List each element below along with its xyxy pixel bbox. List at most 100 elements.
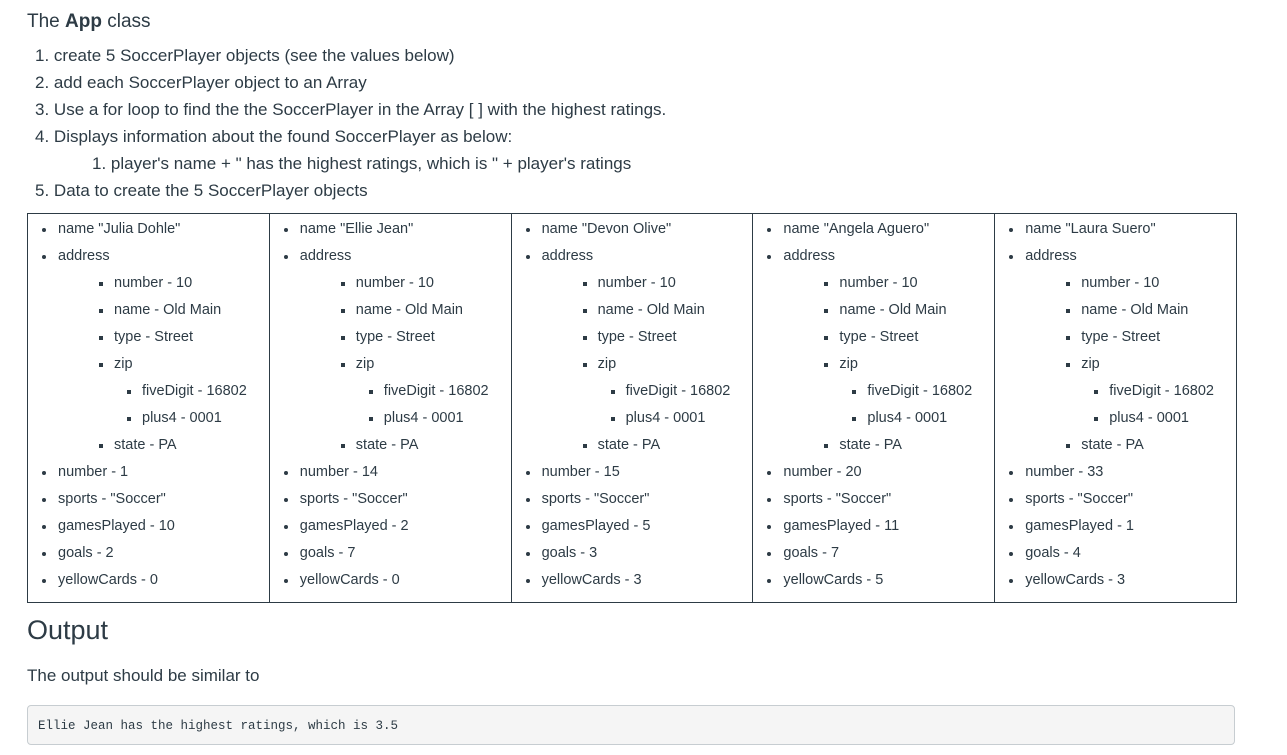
player-field-value: number - 10 xyxy=(839,275,918,291)
bullet-icon xyxy=(1009,471,1014,475)
bullet-icon xyxy=(283,552,288,556)
player-field-number: number - 15 xyxy=(512,461,753,488)
player-field-value: fiveDigit - 16802 xyxy=(625,383,731,399)
player-field-name: name "Ellie Jean" xyxy=(270,218,511,245)
bullet-icon xyxy=(283,255,288,259)
player-field-addr-type: type - Street xyxy=(28,326,269,353)
player-field-address: address xyxy=(995,245,1236,272)
player-field-value: state - PA xyxy=(114,437,177,453)
player-field-plus4: plus4 - 0001 xyxy=(28,407,269,434)
player-field-value: type - Street xyxy=(597,329,677,345)
player-field-state: state - PA xyxy=(28,434,269,461)
step-3: 3. Use a for loop to find the the Soccer… xyxy=(35,100,667,119)
player-field-zip: zip xyxy=(512,353,753,380)
player-field-addr-number: number - 10 xyxy=(28,272,269,299)
player-field-address: address xyxy=(28,245,269,272)
player-field-value: name - Old Main xyxy=(839,302,947,318)
player-field-zip: zip xyxy=(270,353,511,380)
player-field-addr-name: name - Old Main xyxy=(753,299,994,326)
player-field-value: zip xyxy=(114,356,133,372)
player-field-addr-type: type - Street xyxy=(270,326,511,353)
square-bullet-icon xyxy=(340,336,345,340)
player-field-value: type - Street xyxy=(839,329,919,345)
bullet-icon xyxy=(525,471,530,475)
player-field-value: address xyxy=(58,248,110,264)
player-field-value: plus4 - 0001 xyxy=(625,410,706,426)
player-field-goals: goals - 3 xyxy=(512,542,753,569)
square-bullet-icon xyxy=(1066,336,1071,340)
player-field-value: goals - 3 xyxy=(541,545,598,561)
heading-suffix: class xyxy=(107,11,151,32)
player-field-plus4: plus4 - 0001 xyxy=(753,407,994,434)
player-field-value: zip xyxy=(839,356,858,372)
square-bullet-icon xyxy=(1094,390,1099,394)
square-bullet-icon xyxy=(99,363,103,367)
square-bullet-icon xyxy=(582,444,587,448)
player-field-value: sports - "Soccer" xyxy=(541,491,650,507)
square-bullet-icon xyxy=(99,336,103,340)
player-field-addr-type: type - Street xyxy=(753,326,994,353)
square-bullet-icon xyxy=(99,309,103,313)
player-field-name: name "Devon Olive" xyxy=(512,218,753,245)
square-bullet-icon xyxy=(127,417,131,421)
player-field-value: zip xyxy=(1081,356,1100,372)
player-field-sports: sports - "Soccer" xyxy=(270,488,511,515)
square-bullet-icon xyxy=(824,336,829,340)
player-field-value: state - PA xyxy=(1081,437,1144,453)
player-field-gamesPlayed: gamesPlayed - 5 xyxy=(512,515,753,542)
player-field-address: address xyxy=(753,245,994,272)
bullet-icon xyxy=(283,579,288,583)
player-field-value: yellowCards - 3 xyxy=(541,572,642,588)
bullet-icon xyxy=(1009,579,1014,583)
bullet-icon xyxy=(42,579,46,583)
player-field-state: state - PA xyxy=(995,434,1236,461)
square-bullet-icon xyxy=(824,444,829,448)
player-field-value: zip xyxy=(597,356,617,372)
player-field-gamesPlayed: gamesPlayed - 2 xyxy=(270,515,511,542)
player-field-value: name - Old Main xyxy=(114,302,222,318)
player-field-addr-type: type - Street xyxy=(995,326,1236,353)
player-field-state: state - PA xyxy=(270,434,511,461)
player-field-plus4: plus4 - 0001 xyxy=(270,407,511,434)
player-field-addr-name: name - Old Main xyxy=(270,299,511,326)
square-bullet-icon xyxy=(610,417,615,421)
square-bullet-icon xyxy=(1066,309,1071,313)
bullet-icon xyxy=(1009,255,1014,259)
square-bullet-icon xyxy=(340,282,345,286)
player-field-fiveDigit: fiveDigit - 16802 xyxy=(512,380,753,407)
square-bullet-icon xyxy=(852,390,857,394)
player-field-fiveDigit: fiveDigit - 16802 xyxy=(753,380,994,407)
player-field-value: plus4 - 0001 xyxy=(1109,410,1189,426)
square-bullet-icon xyxy=(582,282,587,286)
player-field-name: name "Laura Suero" xyxy=(995,218,1236,245)
section-heading: The App class xyxy=(27,10,151,34)
player-field-sports: sports - "Soccer" xyxy=(995,488,1236,515)
player-field-value: number - 10 xyxy=(114,275,193,291)
player-field-address: address xyxy=(270,245,511,272)
bullet-icon xyxy=(42,498,46,502)
player-field-zip: zip xyxy=(995,353,1236,380)
bullet-icon xyxy=(525,255,530,259)
player-field-value: sports - "Soccer" xyxy=(1025,491,1133,507)
player-field-value: address xyxy=(1025,248,1077,264)
player-field-addr-number: number - 10 xyxy=(512,272,753,299)
bullet-icon xyxy=(1009,228,1014,232)
player-field-value: plus4 - 0001 xyxy=(383,410,464,426)
player-field-value: state - PA xyxy=(839,437,902,453)
player-field-value: state - PA xyxy=(355,437,419,453)
bullet-icon xyxy=(525,552,530,556)
player-field-value: name - Old Main xyxy=(355,302,463,318)
player-field-value: name "Laura Suero" xyxy=(1025,221,1156,237)
player-field-name: name "Julia Dohle" xyxy=(28,218,269,245)
player-field-yellowCards: yellowCards - 3 xyxy=(995,569,1236,596)
bullet-icon xyxy=(767,255,772,259)
square-bullet-icon xyxy=(610,390,615,394)
player-field-plus4: plus4 - 0001 xyxy=(995,407,1236,434)
output-heading: Output xyxy=(27,615,109,645)
